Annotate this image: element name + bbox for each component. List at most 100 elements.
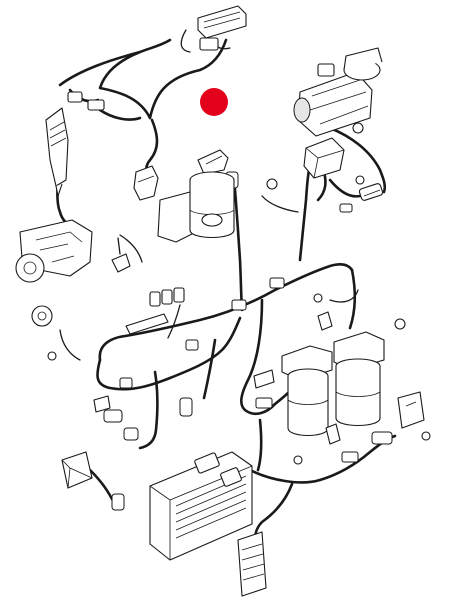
thin-wire-d — [59, 329, 81, 361]
sensor-small-2 — [325, 423, 341, 445]
fuel-filter-left — [281, 345, 333, 437]
fuse-wire — [328, 178, 362, 198]
ring-terminal-e — [47, 351, 57, 361]
ecu-plug-a — [194, 452, 220, 474]
temperature-sensor-left — [111, 237, 131, 273]
relay-top-edge — [305, 147, 345, 179]
inline-conn-9 — [371, 431, 393, 445]
ecu-link-mid — [256, 418, 263, 472]
right-down-to-bottom — [348, 268, 357, 330]
fuse-clip — [339, 203, 353, 213]
sensor-small-1 — [317, 311, 333, 331]
injector-body — [45, 107, 69, 187]
housing-bracket — [157, 191, 197, 243]
ground-block-body — [61, 451, 93, 489]
inline-conn-4 — [185, 339, 199, 351]
inline-conn-7 — [179, 397, 193, 417]
injector-bank-mid — [125, 287, 185, 335]
starter-motor — [293, 47, 383, 137]
bank-plug-1 — [149, 291, 161, 307]
starter-bolt — [352, 122, 364, 134]
starter-ribs — [309, 79, 369, 125]
inline-conn-5 — [103, 409, 123, 423]
highlight-marker[interactable] — [200, 88, 228, 116]
inline-conn-10 — [341, 451, 359, 463]
ecu-fins — [175, 475, 247, 539]
temp-sensor-lead — [117, 237, 121, 255]
ring-terminal-a — [266, 178, 278, 190]
ecu-plug-b — [220, 467, 242, 487]
inline-conn-1 — [231, 299, 247, 311]
ring-terminal-b — [355, 175, 365, 185]
central-vertical-trunk — [232, 176, 244, 312]
drop-center-sensor — [202, 338, 217, 400]
thin-wire-b — [261, 195, 299, 213]
fuse-holder-detail — [363, 189, 381, 197]
housing-cylinder — [189, 180, 235, 239]
injector-connector — [67, 91, 83, 103]
fuse-holder — [339, 183, 384, 213]
injector — [45, 91, 105, 197]
ground-block-face — [61, 459, 93, 489]
engine-flywheel — [15, 253, 45, 283]
engine-block-fragment — [15, 219, 93, 283]
bracket-plate — [397, 391, 425, 429]
cam-sensor-body — [133, 165, 159, 201]
sensor-small-4 — [253, 369, 275, 389]
inline-connectors — [103, 277, 393, 511]
filter-left-can — [287, 376, 329, 437]
crank-sensor — [31, 305, 53, 327]
starter-terminal — [317, 63, 335, 77]
thin-wire-e — [167, 304, 181, 339]
bottom-sensor-connector — [237, 531, 267, 597]
ring-terminal-c — [313, 293, 323, 303]
ring-terminal-d — [394, 318, 406, 330]
thin-wire-c — [329, 289, 359, 303]
bank-plug-3 — [173, 287, 185, 303]
temp-sensor-body — [111, 253, 131, 273]
relay-box — [303, 137, 345, 179]
top-multipin-connector — [180, 5, 247, 53]
relay-body — [303, 137, 345, 179]
pressure-sensor-detail — [205, 155, 223, 165]
engine-block-detail — [35, 231, 83, 263]
mounting-bracket-right — [397, 391, 431, 441]
starter-wire — [328, 126, 387, 194]
fuel-filter-housing — [157, 171, 235, 243]
injector-connector-b — [87, 99, 105, 111]
top-socket-a — [199, 37, 219, 51]
starter-solenoid-body — [343, 47, 383, 71]
engine-control-unit — [149, 451, 253, 561]
lower-left-loop — [96, 316, 242, 391]
filter-right-can — [335, 366, 381, 427]
inline-conn-8 — [255, 397, 273, 409]
inline-conn-3 — [119, 377, 133, 389]
cam-sensor — [133, 165, 159, 201]
bracket-bolt — [421, 431, 431, 441]
pressure-sensor-body — [197, 149, 229, 175]
right-vertical-trunk — [298, 163, 312, 262]
injector-rings — [49, 121, 67, 147]
ring-terminal-f — [293, 455, 303, 465]
filter-right-band — [335, 391, 381, 397]
inline-conn-2 — [269, 277, 285, 289]
bracket-hole — [405, 401, 417, 407]
drop-lower-mid — [138, 370, 159, 450]
fuel-filter-right — [333, 331, 385, 427]
bank-rail — [125, 313, 169, 335]
thin-wires — [59, 195, 359, 361]
ground-block-left — [61, 451, 93, 489]
thin-wire-a — [119, 234, 143, 263]
fuse-holder-body — [358, 183, 384, 201]
filter-left-band — [287, 399, 329, 405]
top-injector-harness — [58, 38, 228, 120]
cam-sensor-lines — [137, 175, 155, 183]
injector-tip — [55, 183, 63, 197]
inline-conn-6 — [123, 427, 139, 441]
bank-plug-2 — [161, 289, 173, 305]
left-lower-wire — [88, 468, 117, 507]
crank-sensor-core — [37, 311, 47, 321]
bottom-connector-grille — [241, 543, 265, 581]
filter-loop — [239, 298, 277, 416]
